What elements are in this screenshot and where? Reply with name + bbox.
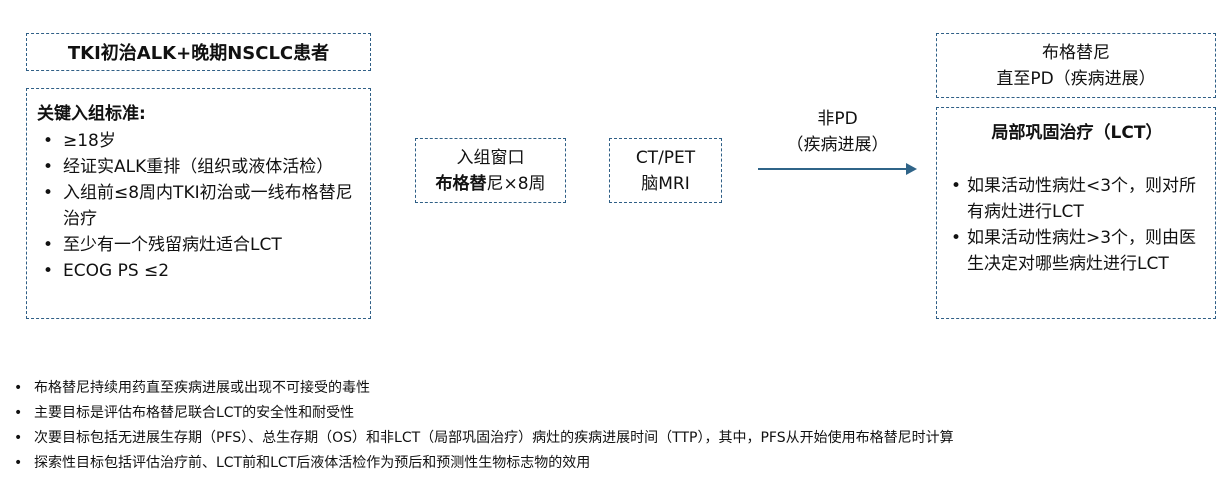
flow-arrow-head: [906, 163, 917, 175]
arrow-label-line1: 非PD: [817, 109, 858, 129]
enrollment-duration: 尼×8周: [486, 173, 546, 194]
lct-box: 局部巩固治疗（LCT） 如果活动性病灶<3个，则对所有病灶进行LCT 如果活动性…: [936, 107, 1216, 319]
criteria-item: 入组前≤8周内TKI初治或一线布格替尼治疗: [37, 180, 360, 232]
inclusion-criteria-box: 关键入组标准: ≥18岁 经证实ALK重排（组织或液体活检） 入组前≤8周内TK…: [26, 88, 371, 319]
brigatinib-duration: 直至PD（疾病进展）: [996, 68, 1156, 89]
flow-arrow-line: [758, 168, 908, 170]
enrollment-drug-name: 布格替: [435, 173, 487, 194]
lct-heading: 局部巩固治疗（LCT）: [991, 123, 1163, 143]
lct-rules-list: 如果活动性病灶<3个，则对所有病灶进行LCT 如果活动性病灶>3个，则由医生决定…: [945, 173, 1209, 277]
imaging-ct-pet: CT/PET: [635, 147, 696, 168]
arrow-label-line2: （疾病进展）: [786, 135, 889, 155]
patient-population-box: TKI初治ALK+晚期NSCLC患者: [26, 33, 371, 71]
brigatinib-box: 布格替尼 直至PD（疾病进展）: [936, 33, 1216, 98]
inclusion-criteria-list: ≥18岁 经证实ALK重排（组织或液体活检） 入组前≤8周内TKI初治或一线布格…: [37, 128, 360, 284]
criteria-item: 经证实ALK重排（组织或液体活检）: [37, 154, 360, 180]
note-item: 次要目标包括无进展生存期（PFS）、总生存期（OS）和非LCT（局部巩固治疗）病…: [14, 426, 1214, 451]
inclusion-criteria-heading: 关键入组标准:: [37, 104, 146, 124]
note-item: 布格替尼持续用药直至疾病进展或出现不可接受的毒性: [14, 376, 1214, 401]
criteria-item: 至少有一个残留病灶适合LCT: [37, 232, 360, 258]
criteria-item: ECOG PS ≤2: [37, 258, 360, 284]
imaging-box: CT/PET 脑MRI: [609, 138, 722, 203]
lct-rule-item: 如果活动性病灶>3个，则由医生决定对哪些病灶进行LCT: [945, 225, 1209, 277]
study-notes: 布格替尼持续用药直至疾病进展或出现不可接受的毒性 主要目标是评估布格替尼联合LC…: [14, 376, 1214, 476]
arrow-label: 非PD （疾病进展）: [765, 106, 910, 158]
enrollment-window-dose: 布格替尼×8周: [435, 171, 545, 197]
lct-rule-item: 如果活动性病灶<3个，则对所有病灶进行LCT: [945, 173, 1209, 225]
brigatinib-label: 布格替尼: [1042, 42, 1110, 63]
note-item: 主要目标是评估布格替尼联合LCT的安全性和耐受性: [14, 401, 1214, 426]
imaging-brain-mri: 脑MRI: [641, 173, 690, 194]
criteria-item: ≥18岁: [37, 128, 360, 154]
enrollment-window-label: 入组窗口: [456, 147, 525, 168]
enrollment-window-box: 入组窗口 布格替尼×8周: [415, 138, 566, 203]
note-item: 探索性目标包括评估治疗前、LCT前和LCT后液体活检作为预后和预测性生物标志物的…: [14, 451, 1214, 476]
patient-population-title: TKI初治ALK+晚期NSCLC患者: [67, 43, 330, 64]
